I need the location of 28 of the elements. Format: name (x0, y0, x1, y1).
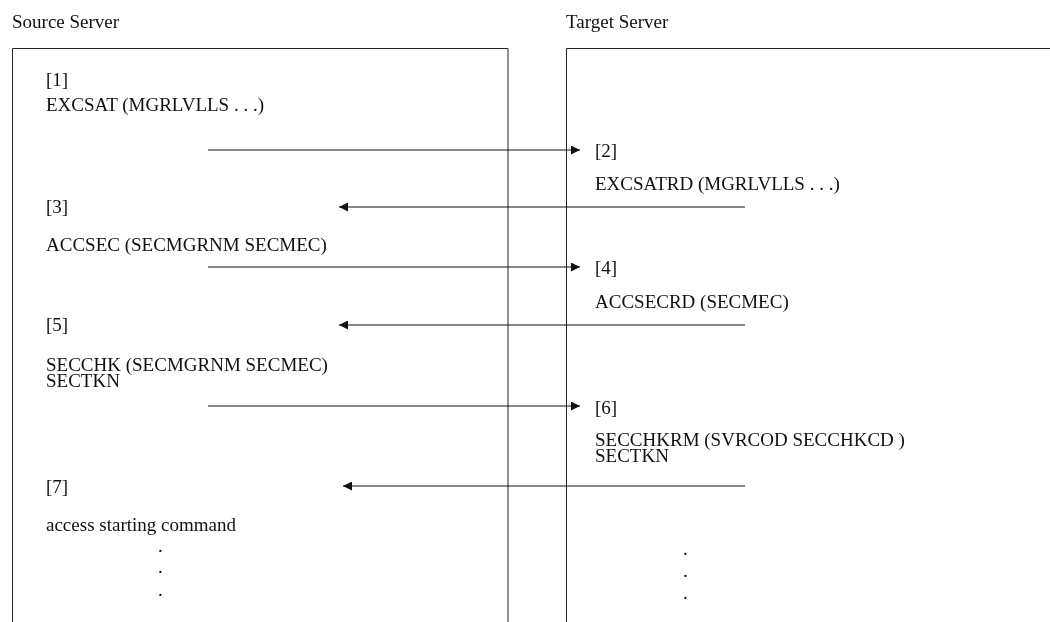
step-number: [6] (595, 400, 619, 416)
continuation-dot: . (158, 557, 163, 576)
continuation-dot: . (683, 539, 688, 558)
message-arrow (338, 320, 746, 330)
message-text: ACCSEC (SECMGRNM SECMEC) (46, 237, 328, 253)
continuation-dot: . (158, 536, 163, 555)
message-text: ACCSECRD (SECMEC) (595, 294, 790, 310)
message-text: SECCHK (SECMGRNM SECMEC) SECTKN (46, 357, 329, 389)
message-arrow (207, 145, 581, 155)
step-number: [1] (46, 72, 70, 88)
message-arrow (342, 481, 746, 491)
step-number: [7] (46, 479, 70, 495)
message-arrow (207, 262, 581, 272)
message-arrow (338, 202, 746, 212)
step-number: [5] (46, 317, 70, 333)
message-arrow (207, 401, 581, 411)
continuation-dot: . (683, 583, 688, 602)
message-text: access starting command (46, 517, 237, 533)
continuation-dot: . (683, 561, 688, 580)
panel-heading: Target Server (566, 14, 670, 30)
message-text: EXCSAT (MGRLVLLS . . .) (46, 97, 265, 113)
message-text: EXCSATRD (MGRLVLLS . . .) (595, 176, 841, 192)
step-number: [3] (46, 199, 70, 215)
step-number: [2] (595, 143, 619, 159)
step-number: [4] (595, 260, 619, 276)
message-text: SECCHKRM (SVRCOD SECCHKCD ) SECTKN (595, 432, 906, 464)
panel-heading: Source Server (12, 14, 121, 30)
continuation-dot: . (158, 580, 163, 599)
